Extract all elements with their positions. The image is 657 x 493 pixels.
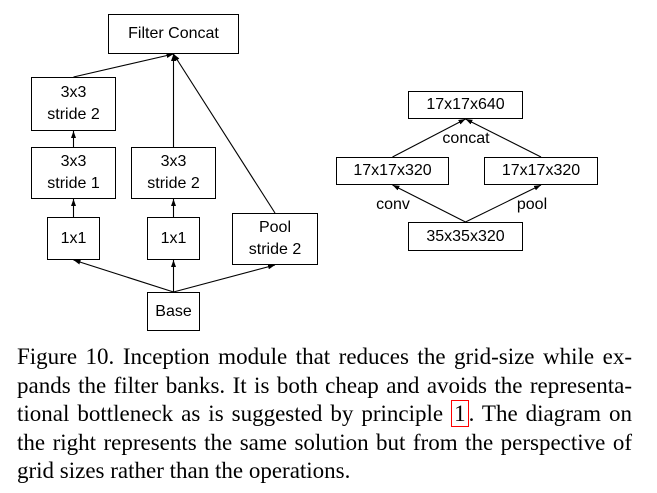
concat-label: concat [442,130,490,147]
mid-conv-stride-label: stride 2 [147,175,200,192]
arrow-pool-branch-to-output-tensor [465,118,542,158]
figure-caption: Figure 10. Inception module that reduces… [17,343,632,486]
right-1x1-box: 1x1 [147,217,200,260]
arrow-conv-branch-to-output-tensor [392,118,466,158]
right-1x1-label: 1x1 [160,229,187,247]
stride1-conv-box: 3x3 stride 1 [31,147,116,199]
caption-line-1: Figure 10. Inception module that reduces… [17,344,632,369]
arrow-base-to-left-1x1 [73,259,174,293]
diagram-arrows [71,53,542,293]
caption-line-3-start: tional bottleneck as is suggested by pri… [17,401,452,426]
arrow-input-tensor-to-conv-branch [392,184,466,223]
input-tensor-box: 35x35x320 [408,222,523,251]
caption-line-3: tional bottleneck as is suggested by pri… [17,400,632,429]
mid-conv-box: 3x3 stride 2 [131,147,216,199]
pool-branch-label: 17x17x320 [501,162,581,179]
principle-reference-link[interactable]: 1 [451,400,469,427]
pool-edge-label: pool [516,196,548,213]
caption-line-5: grid sizes rather than the operations. [17,458,351,483]
arrow-pool-to-filter-concat [173,53,276,214]
arrow-top-conv-to-filter-concat [73,53,174,78]
stride1-conv-stride-label: stride 1 [47,175,100,192]
pool-op-label: Pool [258,219,292,236]
conv-edge-label: conv [376,196,410,213]
top-conv-stride-label: stride 2 [47,106,100,123]
mid-conv-kernel-label: 3x3 [160,153,187,170]
arrow-input-tensor-to-pool-branch [465,184,542,223]
stride1-conv-kernel-label: 3x3 [60,153,87,170]
caption-line-2: pands the filter banks. It is both cheap… [17,372,632,398]
top-conv-kernel-label: 3x3 [60,84,87,101]
filter-concat-box: Filter Concat [108,14,239,54]
caption-line-3-end: . The diagram on [468,401,632,426]
left-1x1-box: 1x1 [47,217,100,260]
caption-line-4: the right represents the same solution b… [17,429,632,455]
input-tensor-label: 35x35x320 [426,227,505,245]
base-box: Base [147,292,200,331]
left-1x1-label: 1x1 [60,229,87,247]
output-tensor-label: 17x17x640 [426,96,505,113]
output-tensor-box: 17x17x640 [408,91,523,119]
arrow-base-to-pool [173,264,276,293]
base-label: Base [155,302,192,320]
conv-branch-label: 17x17x320 [353,162,432,179]
pool-branch-box: 17x17x320 [484,157,598,185]
filter-concat-label: Filter Concat [128,25,219,42]
pool-stride-label: stride 2 [248,241,302,258]
top-conv-box: 3x3 stride 2 [31,77,116,131]
pool-box: Pool stride 2 [232,213,318,265]
conv-branch-box: 17x17x320 [336,157,449,185]
